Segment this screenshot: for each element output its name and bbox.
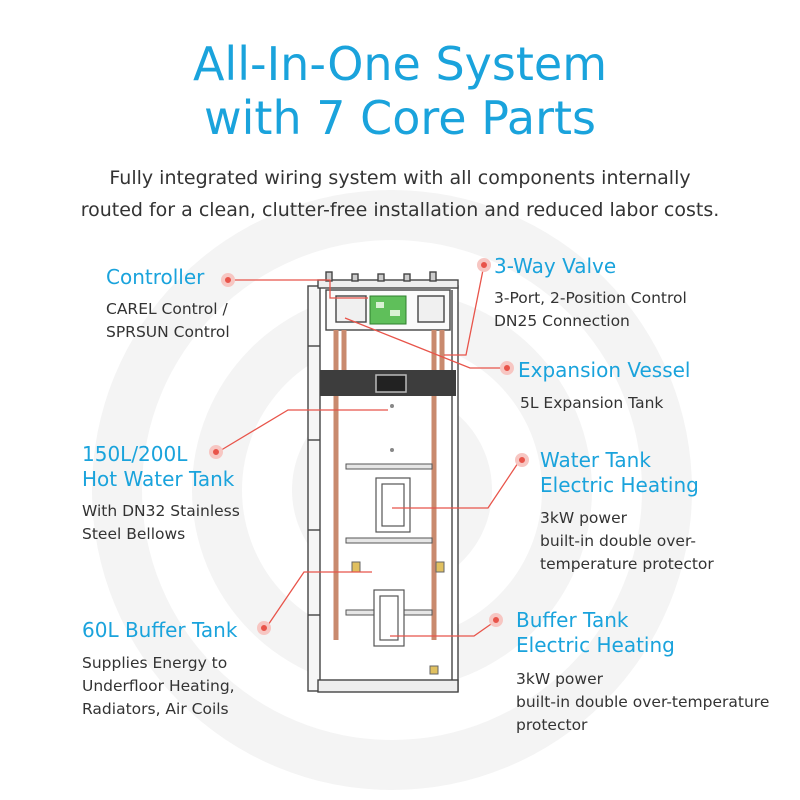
water-heating-desc-line-2: built-in double over- [540, 532, 696, 550]
dot-expansion [500, 361, 514, 375]
buffer-tank-desc-line-3: Radiators, Air Coils [82, 700, 229, 718]
water-heating-label-line-1: Water Tank [540, 448, 651, 472]
water-heating-label-line-2: Electric Heating [540, 473, 699, 497]
valve-desc-line-2: DN25 Connection [494, 312, 630, 330]
buffer-tank-label: 60L Buffer Tank [82, 618, 238, 642]
dot-buffer-heating [489, 613, 503, 627]
buffer-heating-desc-line-2: built-in double over-temperature [516, 693, 770, 711]
dot-valve [477, 258, 491, 272]
leader-dots [209, 258, 529, 635]
buffer-tank-desc-line-2: Underfloor Heating, [82, 677, 235, 695]
dot-hot-water-tank [209, 445, 223, 459]
controller-board [369, 295, 407, 325]
leader-lines [217, 264, 521, 637]
controller-label: Controller [106, 265, 205, 289]
hot-water-tank-desc-line-2: Steel Bellows [82, 525, 186, 543]
page-title-line-1: All-In-One System [192, 37, 608, 91]
hot-water-tank-label-line-2: Hot Water Tank [82, 467, 235, 491]
water-heating-desc-line-1: 3kW power [540, 509, 627, 527]
expansion-label: Expansion Vessel [518, 358, 691, 382]
display-screen [375, 374, 407, 393]
dot-controller [221, 273, 235, 287]
controller-desc-line-1: CAREL Control / [106, 300, 228, 318]
buffer-heating-label-line-2: Electric Heating [516, 633, 675, 657]
buffer-tank-desc-line-1: Supplies Energy to [82, 654, 228, 672]
water-heating-desc-line-3: temperature protector [540, 555, 714, 573]
page-title-line-2: with 7 Core Parts [204, 91, 596, 145]
buffer-heating-label-line-1: Buffer Tank [516, 608, 629, 632]
buffer-heating-desc-line-1: 3kW power [516, 670, 603, 688]
subtitle-line-1: Fully integrated wiring system with all … [109, 167, 691, 189]
buffer-heating-desc-line-3: protector [516, 716, 588, 734]
controller-desc-line-2: SPRSUN Control [106, 323, 230, 341]
heater-elements [373, 477, 411, 647]
hot-water-tank-desc-line-1: With DN32 Stainless [82, 502, 240, 520]
valve-desc-line-1: 3-Port, 2-Position Control [494, 289, 687, 307]
dot-buffer-tank [257, 621, 271, 635]
hot-water-tank-label-line-1: 150L/200L [82, 442, 188, 466]
dot-water-heating [515, 453, 529, 467]
expansion-desc-line-1: 5L Expansion Tank [520, 394, 664, 412]
subtitle-line-2: routed for a clean, clutter-free install… [80, 199, 720, 221]
valve-label: 3-Way Valve [494, 254, 617, 278]
